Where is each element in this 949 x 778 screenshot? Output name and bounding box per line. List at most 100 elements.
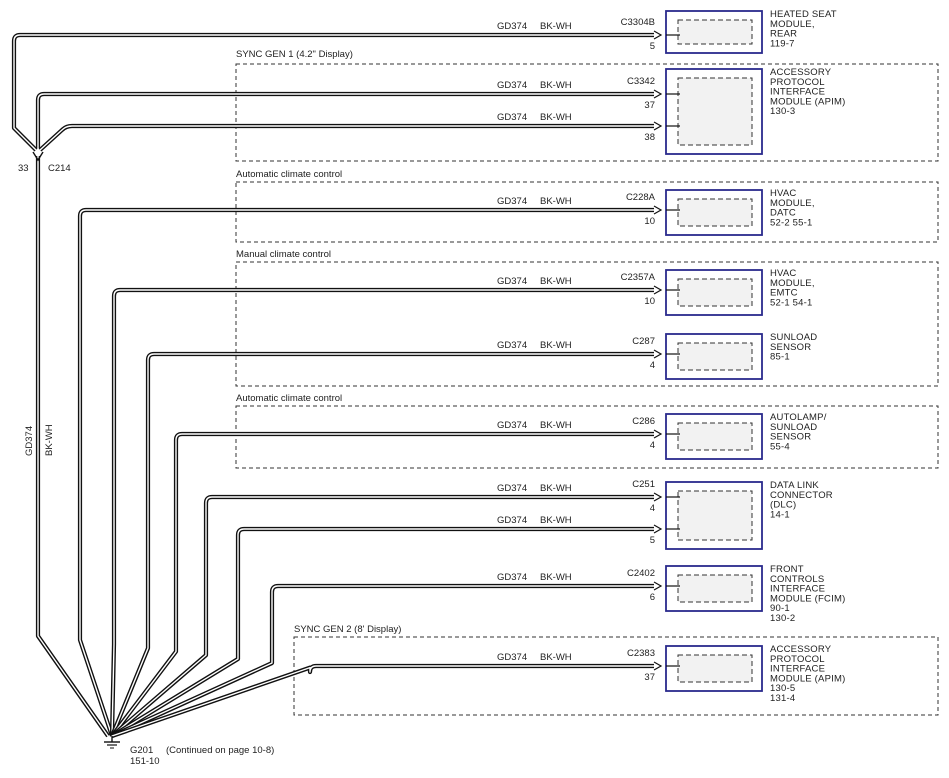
module-description: EMTC (770, 288, 798, 299)
section-label: Manual climate control (236, 249, 331, 260)
wire-dlc-5-stripe (111, 528, 654, 737)
module-inner-box (677, 278, 753, 307)
wire-circuit-label: GD374 (497, 112, 527, 123)
ground-note: (Continued on page 10-8) (166, 745, 274, 756)
module-description: DATC (770, 208, 796, 219)
module-description: SUNLOAD (770, 332, 817, 343)
module-description: SUNLOAD (770, 422, 817, 433)
terminal-chevron (653, 285, 663, 295)
splice-name: C214 (48, 163, 71, 174)
wire-color-label: BK-WH (540, 483, 572, 494)
module-description: 131-4 (770, 693, 795, 704)
module-description: CONTROLS (770, 574, 824, 585)
module-description: CONNECTOR (770, 490, 833, 501)
module-description: HVAC (770, 268, 797, 279)
module-inner-box (677, 422, 753, 451)
module-description: 119-7 (770, 38, 795, 49)
pin-number: 4 (650, 440, 655, 451)
pin-number: 37 (644, 672, 655, 683)
ground-name: G201 (130, 745, 153, 756)
module-description: 52-1 54-1 (770, 297, 812, 308)
wire-autolamp-stripe (111, 433, 654, 737)
connector-label: C228A (626, 192, 656, 203)
splice-pin: 33 (18, 163, 29, 174)
wire-circuit-label: GD374 (497, 340, 527, 351)
pin-number: 10 (644, 296, 655, 307)
wire-hvac-emtc (109, 287, 654, 737)
wire-fcim-stripe (111, 585, 654, 737)
module-inner-box (677, 77, 753, 146)
module-inner-box (677, 19, 753, 45)
module-description: (DLC) (770, 500, 796, 511)
wire-color-label: BK-WH (540, 80, 572, 91)
wire-apim-gen2-stripe (111, 665, 654, 737)
modules-layer (653, 10, 763, 692)
module-description: MODULE (APIM) (770, 96, 845, 107)
wire-circuit-label: GD374 (497, 276, 527, 287)
terminal-chevron (653, 492, 663, 502)
module-description: INTERFACE (770, 87, 825, 98)
wire-sunload (110, 351, 654, 737)
wire-circuit-label: GD374 (497, 483, 527, 494)
terminal-chevron (653, 349, 663, 359)
wire-apim-38 (38, 123, 654, 152)
module-description: MODULE (APIM) (770, 673, 845, 684)
module-description: ACCESSORY (770, 644, 832, 655)
terminal-chevron (653, 524, 663, 534)
module-description: MODULE, (770, 19, 815, 30)
terminal-chevron (653, 429, 663, 439)
pin-number: 10 (644, 216, 655, 227)
module-description: DATA LINK (770, 480, 819, 491)
section-label: Automatic climate control (236, 393, 342, 404)
module-description: PROTOCOL (770, 654, 825, 665)
connector-label: C2383 (627, 648, 655, 659)
pin-number: 37 (644, 100, 655, 111)
wire-color-label: BK-WH (540, 276, 572, 287)
connector-label: C3342 (627, 76, 655, 87)
module-inner-box (677, 574, 753, 603)
wire-hvac-emtc-stripe (111, 289, 654, 737)
wire-dlc-4-stripe (111, 496, 654, 737)
wire-apim-37-stripe (37, 93, 654, 148)
section-label: Automatic climate control (236, 169, 342, 180)
module-description: SENSOR (770, 432, 811, 443)
pin-number: 5 (650, 41, 655, 52)
module-inner-box (677, 490, 753, 541)
module-description: INTERFACE (770, 664, 825, 675)
module-description: FRONT (770, 564, 804, 575)
wire-circuit-label: GD374 (497, 21, 527, 32)
wire-color-label: BK-WH (540, 196, 572, 207)
connector-label: C286 (632, 416, 655, 427)
wire-color-label: BK-WH (540, 340, 572, 351)
pin-number: 6 (650, 592, 655, 603)
wire-circuit-label: GD374 (497, 420, 527, 431)
wires-layer (11, 32, 654, 749)
trunk-circuit-label: GD374 (24, 426, 35, 456)
module-description: PROTOCOL (770, 77, 825, 88)
wire-hvac-datc-stripe (79, 209, 654, 737)
module-description: 130-3 (770, 106, 795, 117)
wire-apim-38-stripe (39, 125, 654, 151)
module-description: SENSOR (770, 342, 811, 353)
wire-fcim (111, 583, 654, 738)
wire-circuit-label: GD374 (497, 515, 527, 526)
module-description: MODULE, (770, 198, 815, 209)
wire-sunload-stripe (111, 353, 654, 737)
module-inner-box (677, 198, 753, 227)
connector-label: C2357A (621, 272, 656, 283)
trunk-color-label: BK-WH (44, 424, 55, 456)
terminal-chevron (653, 581, 663, 591)
connector-label: C287 (632, 336, 655, 347)
module-inner-box (677, 654, 753, 683)
module-description: AUTOLAMP/ (770, 412, 827, 423)
module-description: 130-5 (770, 683, 795, 694)
module-description: 55-4 (770, 441, 790, 452)
splice-symbol (32, 151, 44, 162)
wire-color-label: BK-WH (540, 652, 572, 663)
terminal-chevron (653, 89, 663, 99)
pin-number: 4 (650, 503, 655, 514)
wire-circuit-label: GD374 (497, 196, 527, 207)
wire-circuit-label: GD374 (497, 652, 527, 663)
connector-label: C3304B (621, 17, 655, 28)
